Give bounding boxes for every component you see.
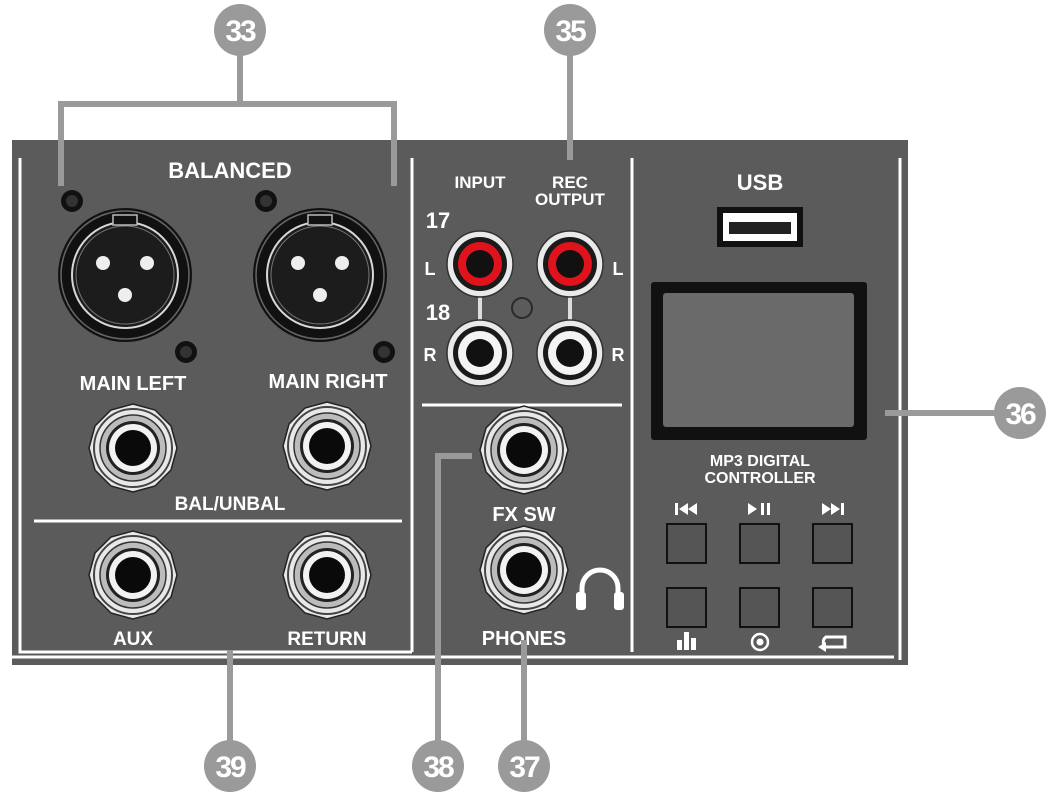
main-right-label: MAIN RIGHT [269, 371, 388, 393]
output-left-label: L [613, 259, 624, 279]
repeat-button[interactable] [812, 587, 853, 628]
fx-sw-label: FX SW [492, 504, 555, 526]
controller-label: CONTROLLER [704, 470, 816, 487]
callout-39: 39 [204, 740, 256, 792]
mp3-digital-label: MP3 DIGITAL [710, 453, 810, 470]
usb-label: USB [737, 170, 783, 195]
svg-text:37: 37 [509, 751, 540, 784]
callout-38: 38 [412, 740, 464, 792]
rec-output-left-rca[interactable] [536, 230, 604, 298]
input-18-right-rca[interactable] [446, 319, 514, 387]
output-right-label: R [612, 345, 625, 365]
input-left-label: L [425, 259, 436, 279]
svg-text:33: 33 [225, 15, 256, 48]
equalizer-icon [677, 632, 696, 650]
aux-label: AUX [113, 629, 153, 650]
callout-leader-lines [58, 46, 1000, 748]
svg-text:35: 35 [555, 15, 586, 48]
callout-36: 36 [994, 387, 1046, 439]
balanced-label: BALANCED [168, 158, 291, 183]
callout-37: 37 [498, 740, 550, 792]
eq-button[interactable] [666, 587, 707, 628]
xlr-main-left-connector[interactable] [57, 190, 197, 363]
rec-label: REC [552, 173, 588, 192]
usb-port[interactable] [717, 207, 803, 247]
skip-forward-icon [822, 503, 844, 515]
record-button[interactable] [739, 587, 780, 628]
input-right-label: R [424, 345, 437, 365]
output-label: OUTPUT [535, 190, 606, 209]
input-17-left-rca[interactable] [446, 230, 514, 298]
callout-35: 35 [544, 4, 596, 56]
record-icon [750, 632, 770, 652]
repeat-icon [818, 635, 847, 652]
channel-17-label: 17 [426, 208, 450, 233]
headphones-icon [576, 567, 624, 610]
return-label: RETURN [287, 629, 366, 650]
prev-track-button[interactable] [666, 523, 707, 564]
svg-text:38: 38 [423, 751, 454, 784]
play-pause-icon [748, 503, 770, 515]
svg-text:39: 39 [215, 751, 246, 784]
play-pause-button[interactable] [739, 523, 780, 564]
xlr-main-right-connector[interactable] [252, 190, 395, 363]
channel-18-label: 18 [426, 300, 450, 325]
mp3-display-screen [651, 282, 867, 440]
rec-output-right-rca[interactable] [536, 319, 604, 387]
main-left-label: MAIN LEFT [80, 373, 187, 395]
phones-label: PHONES [482, 628, 566, 650]
skip-back-icon [675, 503, 697, 515]
next-track-button[interactable] [812, 523, 853, 564]
bal-unbal-label: BAL/UNBAL [175, 494, 286, 515]
svg-text:36: 36 [1005, 398, 1036, 431]
callout-33: 33 [214, 4, 266, 56]
input-label: INPUT [455, 173, 507, 192]
